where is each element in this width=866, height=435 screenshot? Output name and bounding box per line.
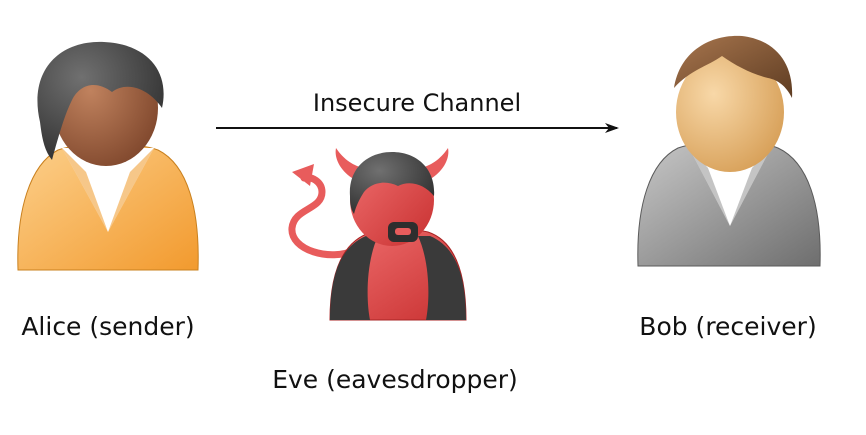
alice-label: Alice (sender) [21,312,195,341]
channel-label: Insecure Channel [312,89,522,117]
eve-devil-icon [288,148,467,321]
eve-label: Eve (eavesdropper) [272,365,518,394]
bob-label: Bob (receiver) [639,312,817,341]
alice-person-icon [17,41,199,271]
bob-person-icon [637,35,821,267]
